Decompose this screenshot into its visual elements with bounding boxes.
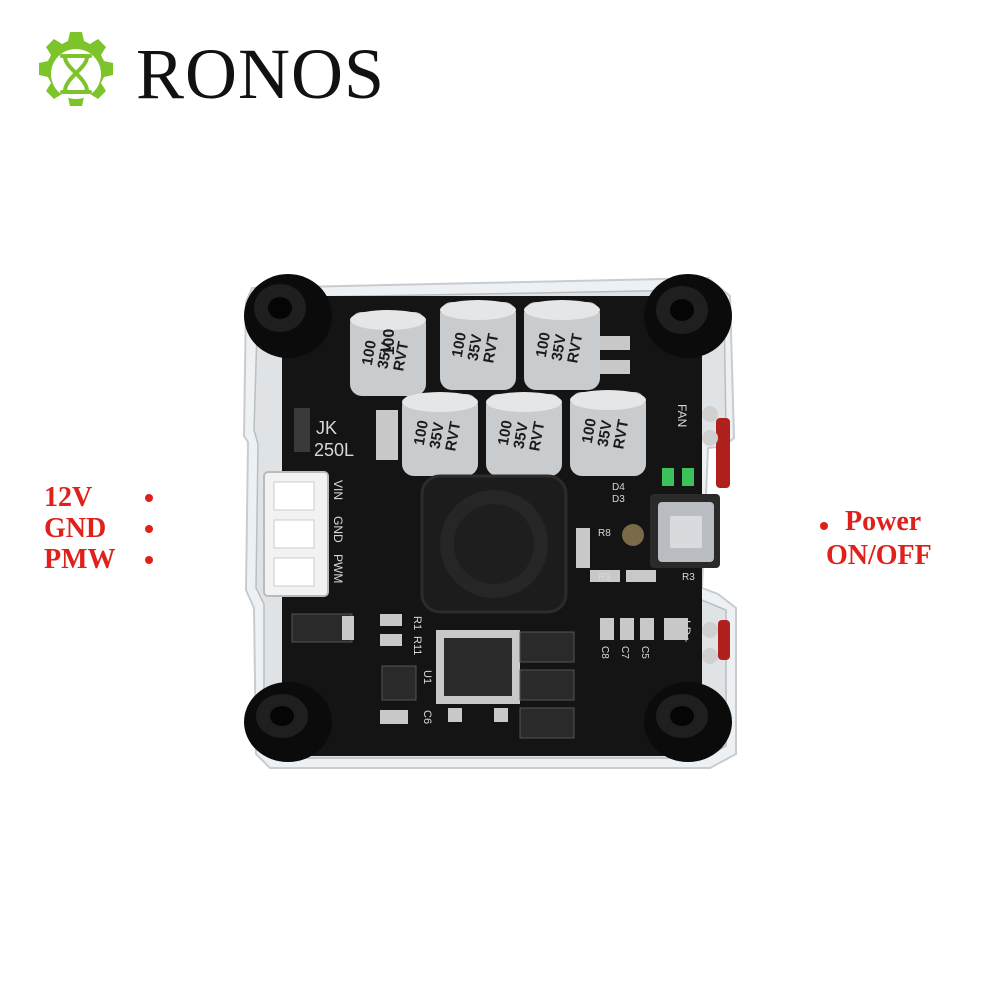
svg-text:R9: R9 bbox=[598, 572, 611, 583]
svg-text:100 35V RVT: 100 35V RVT bbox=[495, 414, 549, 453]
power-switch-dot bbox=[820, 522, 828, 530]
svg-text:R1: R1 bbox=[411, 616, 423, 630]
pin-label-pmw: PMW bbox=[44, 544, 116, 575]
svg-text:R11: R11 bbox=[411, 636, 423, 655]
model-line-2: 250L bbox=[314, 440, 354, 460]
brand-name: RONOS bbox=[136, 34, 386, 114]
screw-bottom-left bbox=[244, 682, 332, 762]
pin-label-12v: 12V bbox=[44, 482, 93, 513]
capacitor-3 bbox=[524, 300, 600, 390]
voltage-regulator bbox=[436, 630, 520, 722]
svg-text:R3: R3 bbox=[682, 572, 695, 583]
svg-text:100 35V RVT: 100 35V RVT bbox=[579, 412, 633, 451]
svg-text:C7: C7 bbox=[619, 646, 630, 659]
capacitor-5 bbox=[486, 392, 562, 476]
screw-top-left bbox=[244, 274, 332, 358]
capacitor-6 bbox=[570, 390, 646, 476]
svg-text:100 35V RVT: 100 35V RVT bbox=[449, 326, 503, 365]
svg-text:D3: D3 bbox=[612, 494, 625, 505]
fan-label: FAN bbox=[675, 404, 689, 427]
capacitor-labels: 100 35V RVT 100 35V RVT 100 35V RVT 100 … bbox=[359, 326, 633, 453]
laser-driver-board: 100 100 35V RVT bbox=[230, 268, 750, 780]
svg-text:C8: C8 bbox=[599, 646, 610, 659]
svg-text:C5: C5 bbox=[639, 646, 650, 659]
pin-dot-pmw bbox=[145, 556, 153, 564]
capacitor-2 bbox=[440, 300, 516, 390]
svg-text:100: 100 bbox=[381, 329, 398, 356]
model-line-1: JK bbox=[316, 418, 337, 438]
input-connector bbox=[263, 471, 329, 597]
capacitor-4 bbox=[402, 392, 478, 476]
svg-text:C6: C6 bbox=[421, 710, 433, 724]
power-label-line2: ON/OFF bbox=[826, 540, 932, 571]
svg-text:100 35V RVT: 100 35V RVT bbox=[533, 326, 587, 365]
power-label-line1: Power bbox=[845, 506, 922, 537]
svg-text:U1: U1 bbox=[421, 670, 433, 684]
svg-text:D4: D4 bbox=[612, 482, 625, 493]
svg-text:100 35V RVT: 100 35V RVT bbox=[411, 414, 465, 453]
pin-dot-12v bbox=[145, 494, 153, 502]
screw-top-right bbox=[644, 274, 732, 358]
brand-logo: RONOS bbox=[28, 22, 388, 122]
screw-bottom-right bbox=[644, 682, 732, 762]
svg-text:R8: R8 bbox=[598, 528, 611, 539]
connector-label-vin: VIN bbox=[331, 480, 345, 500]
pin-dot-gnd bbox=[145, 525, 153, 533]
connector-label-gnd: GND bbox=[331, 516, 345, 543]
power-switch[interactable] bbox=[650, 494, 720, 568]
inductor bbox=[420, 474, 568, 614]
connector-label-pwm: PWM bbox=[331, 554, 345, 583]
svg-text:100 35V RVT: 100 35V RVT bbox=[359, 334, 413, 373]
gear-hourglass-icon bbox=[39, 32, 113, 106]
pin-label-gnd: GND bbox=[44, 513, 107, 544]
capacitor-1: 100 bbox=[350, 310, 426, 396]
